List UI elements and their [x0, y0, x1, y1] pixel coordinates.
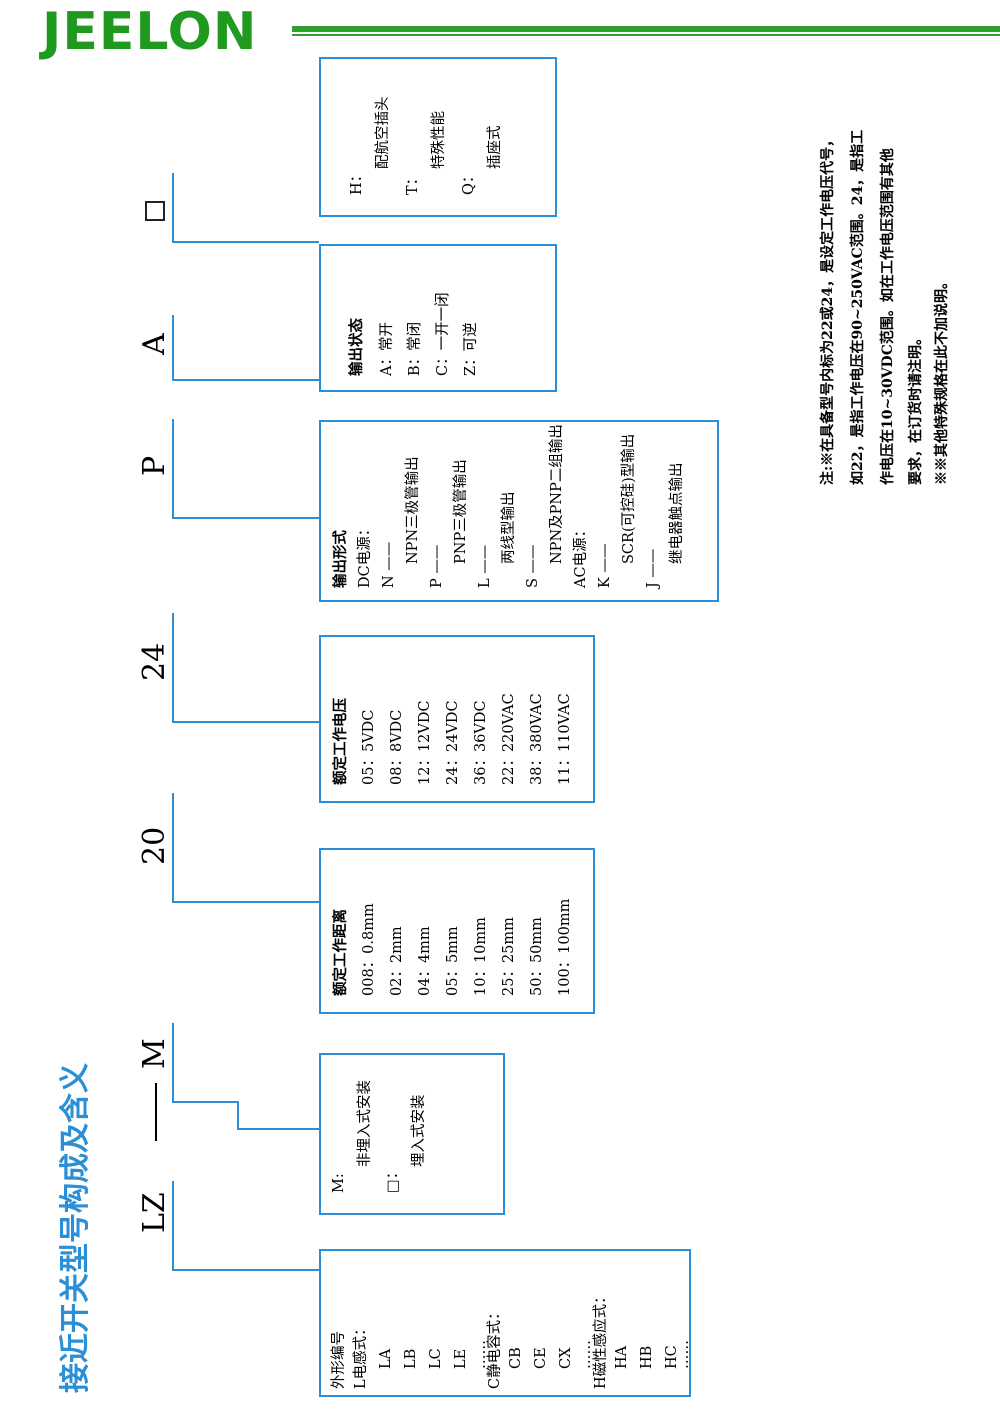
code-m: M: [137, 1038, 172, 1069]
code-dash: [155, 1083, 157, 1141]
connector-distance: [172, 793, 174, 903]
box-install: M: 非埋入式安装 □： 埋入式安装: [319, 1053, 505, 1215]
box-voltage: 额定工作电压 05：5VDC 08：8VDC 12：12VDC 24：24VDC…: [319, 635, 595, 803]
note-line: 作电压在10~30VDC范围。如在工作电压范围有其他: [880, 148, 896, 485]
note-line: ※※其他特殊规格在此不加说明。: [934, 275, 950, 485]
note-line: 如22，是指工作电压在90~250VAC范围。24，是指工: [850, 129, 866, 485]
connector-shape: [172, 1181, 174, 1271]
box-output: 输出形式 DC电源： N —— NPN三极管输出 P —— PNP三极管输出 L…: [319, 420, 719, 602]
code-state: A: [137, 333, 172, 355]
connector-install: [172, 1023, 174, 1103]
connector-output: [172, 419, 174, 519]
code-lz: LZ: [137, 1192, 172, 1233]
page-title: 接近开关型号构成及含义: [58, 1063, 93, 1393]
connector-special: [172, 173, 174, 243]
code-voltage: 24: [137, 642, 172, 681]
brand-logo: JEELON: [42, 2, 258, 62]
connector-state: [172, 315, 174, 381]
note-line: 注:※在具备型号内标为22或24，是设定工作电压代号，: [820, 132, 836, 485]
box-distance: 额定工作距离 008：0.8mm 02：2mm 04：4mm 05：5mm 10…: [319, 848, 595, 1014]
code-distance: 20: [137, 826, 172, 865]
header-rule-thin: [292, 34, 1000, 36]
header-rule-thick: [292, 26, 1000, 32]
code-output: P: [137, 455, 172, 476]
box-special: H： 配航空插头 T： 特殊性能 Q： 插座式: [319, 57, 557, 217]
note-line: 要求，在订货时请注明。: [908, 331, 924, 485]
box-output-state: 输出状态 A：常开 B：常闭 C：一开一闭 Z：可逆: [319, 244, 557, 392]
code-placeholder: [145, 201, 165, 221]
connector-voltage: [172, 613, 174, 723]
box-shape-codes: 外形编号 L电感式： LA LB LC LE …… C静电容式： CB CE C…: [319, 1249, 692, 1397]
